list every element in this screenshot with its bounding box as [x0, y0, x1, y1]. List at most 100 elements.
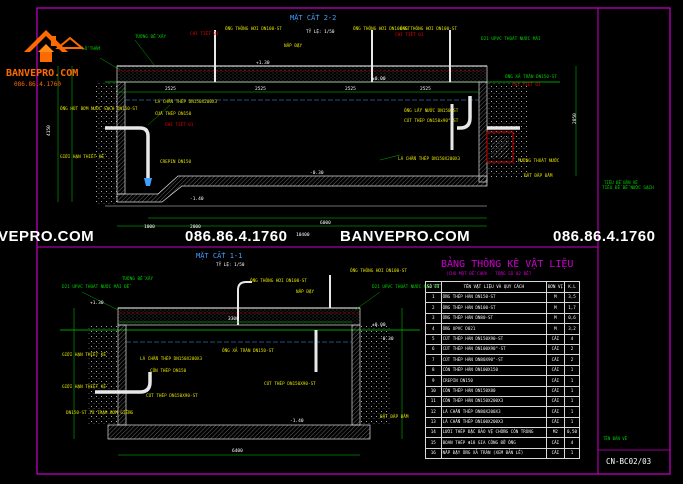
- bottom-title: MẶT CẮT 1-1: [196, 251, 242, 260]
- row-qty: 1: [564, 406, 580, 418]
- top-label-14: CỬA THÉP DN150: [155, 109, 192, 117]
- top-dim-13: -0.30: [310, 170, 324, 176]
- top-scale: TỶ LỆ: 1/50: [306, 27, 335, 35]
- row-no: 6: [425, 343, 442, 356]
- row-name: LÁ CHẮN THÉP DN100X200X3: [440, 416, 547, 429]
- row-no: 9: [425, 375, 442, 387]
- bottom-dim-0: 3300: [228, 316, 239, 322]
- top-label-7: TƯỜNG BỂ XÂY: [135, 32, 166, 40]
- row-no: 12: [425, 406, 442, 418]
- row-unit: CÁI: [545, 416, 566, 429]
- top-dim-3: 2525: [420, 86, 431, 92]
- top-label-19: CÚT THÉP DN150x90°-ST: [404, 116, 459, 124]
- row-no: 13: [425, 416, 442, 429]
- row-unit: CÁI: [545, 375, 566, 387]
- row-name: ỐNG THÉP HÀN DN150-ST: [440, 291, 547, 304]
- top-label-0: ỐNG THÔNG HƠI DN100-ST: [225, 25, 282, 32]
- row-qty: 1: [564, 447, 580, 460]
- bottom-label-14: ĐẤT ĐẮP ĐẦM: [380, 413, 409, 420]
- header-qty: K.L: [564, 281, 580, 293]
- table-header-row: SỐ TT TÊN VẬT LIỆU VÀ QUY CÁCH ĐƠN VỊ K.…: [425, 281, 580, 293]
- top-label-20: LÁ CHẮN THÉP DN150X200X3: [398, 154, 460, 162]
- watermark-phone-2: 086.86.4.1760: [553, 228, 656, 245]
- bottom-dim-5: -0.30: [380, 336, 394, 342]
- bottom-label-2: D21 UPVC THOÁT NƯỚC MÁI ĐỂ: [62, 282, 131, 290]
- top-label-15: CHI TIẾT 01: [165, 120, 194, 128]
- row-name: LƯỚI THÉP ĐẶC BẢO VỆ CHỐNG CÔN TRÙNG: [440, 427, 547, 439]
- bottom-section-drawing: [60, 275, 420, 456]
- table-title: BẢNG THỐNG KÊ VẬT LIỆU: [441, 256, 573, 270]
- row-qty: 1: [564, 385, 580, 397]
- row-name: CREPIN DN150: [440, 375, 547, 387]
- row-qty: 1: [564, 416, 580, 429]
- top-title: MẶT CẮT 2-2: [290, 13, 336, 22]
- row-unit: CÁI: [545, 447, 566, 460]
- row-unit: CÁI: [545, 385, 566, 397]
- bottom-label-8: CÔN THÉP DN150: [150, 366, 187, 374]
- top-dim-10: -1.40: [190, 196, 204, 202]
- bottom-label-13: GIỚI HẠN THIẾT KẾ: [62, 382, 108, 390]
- header-name: TÊN VẬT LIỆU VÀ QUY CÁCH: [440, 281, 547, 293]
- sheet-code: CN-BC02/03: [606, 457, 651, 466]
- row-qty: 2: [564, 354, 580, 366]
- row-no: 10: [425, 385, 442, 397]
- row-name: ỐNG THÉP HÀN DN100-ST: [440, 302, 547, 314]
- bottom-label-10: ỐNG XẢ TRÀN DN150-ST: [222, 346, 274, 354]
- top-dim-2: 2525: [345, 86, 356, 92]
- top-label-1: ỐNG THÔNG HƠI DN100-ST: [353, 25, 410, 32]
- row-qty: 4: [564, 437, 580, 449]
- table-subtitle: (CHO MỘT BỂ CHỨA - TỔNG SỐ 02 BỂ): [446, 269, 531, 277]
- row-no: 5: [425, 333, 442, 345]
- bottom-dim-3: +1.30: [90, 300, 104, 306]
- row-name: BOAN THÉP Φ18 GIA CÔNG ĐỠ ỐNG: [440, 437, 547, 449]
- row-name: CÚT THÉP HÀN DN150X90-ST: [440, 333, 547, 345]
- bottom-label-9: CÚT THÉP DN150X90-ST: [146, 391, 198, 399]
- row-no: 15: [425, 437, 442, 449]
- header-unit: ĐƠN VỊ: [545, 281, 566, 293]
- row-unit: CÁI: [545, 364, 566, 377]
- materials-table: SỐ TT TÊN VẬT LIỆU VÀ QUY CÁCH ĐƠN VỊ K.…: [425, 281, 580, 460]
- bottom-label-12: DN150-ST TỪ TRẠM BƠM GIẾNG: [66, 408, 134, 416]
- row-qty: 4: [564, 333, 580, 345]
- row-no: 11: [425, 395, 442, 408]
- row-name: NẮP ĐẬY ỐNG XẢ TRÀN (XEM BẢN LỀ): [440, 447, 547, 460]
- top-label-16: GIỚI HẠN THIẾT KẾ: [60, 152, 106, 160]
- top-label-6: NẮP ĐẬY: [284, 42, 303, 49]
- top-label-23: TIÊU ĐỀ BỂ NƯỚC SẠCH: [602, 183, 654, 191]
- row-no: 7: [425, 354, 442, 366]
- row-name: CÚT THÉP HÀN DN80X90°-ST: [440, 354, 547, 366]
- bottom-label-0: ỐNG THÔNG HƠI DN100-ST: [250, 277, 307, 284]
- bottom-dim-4: ±0.00: [372, 322, 386, 328]
- top-dim-7: 6000: [320, 220, 331, 226]
- row-qty: 1,7: [564, 302, 580, 314]
- bottom-section-text: MẶT CẮT 1-1 TỶ LỆ: 1/50 ỐNG THÔNG HƠI DN…: [62, 251, 441, 420]
- bottom-dim-2: -1.40: [290, 418, 304, 424]
- top-dim-0: 2525: [165, 86, 176, 92]
- bottom-label-4: D21 UPVC THOÁT NƯỚC MÁI ĐỂ: [372, 282, 441, 290]
- bottom-label-11: CÚT THÉP DN150X90-ST: [264, 379, 316, 387]
- row-name: CÔN THÉP HÀN DN100X150: [440, 364, 547, 377]
- row-unit: M2: [545, 427, 566, 439]
- top-dim-9: 2850: [572, 113, 578, 124]
- logo-brand-text: BANVEPRO.COM: [6, 68, 78, 79]
- top-dim-4: 1000: [144, 224, 155, 230]
- watermark-phone-1: 086.86.4.1760: [185, 228, 288, 245]
- row-unit: CÁI: [545, 406, 566, 418]
- row-unit: CÁI: [545, 395, 566, 408]
- bottom-section-dims: 3300 6400 -1.40 +1.30 ±0.00 -0.30: [90, 300, 394, 454]
- top-label-2: ỐNG THÔNG HƠI DN100-ST: [400, 25, 457, 32]
- sheet-notes-top: TIÊU ĐỀ BẢN VẼ: [604, 180, 638, 185]
- top-label-22: ĐẤT ĐẮP ĐẦM: [524, 172, 553, 179]
